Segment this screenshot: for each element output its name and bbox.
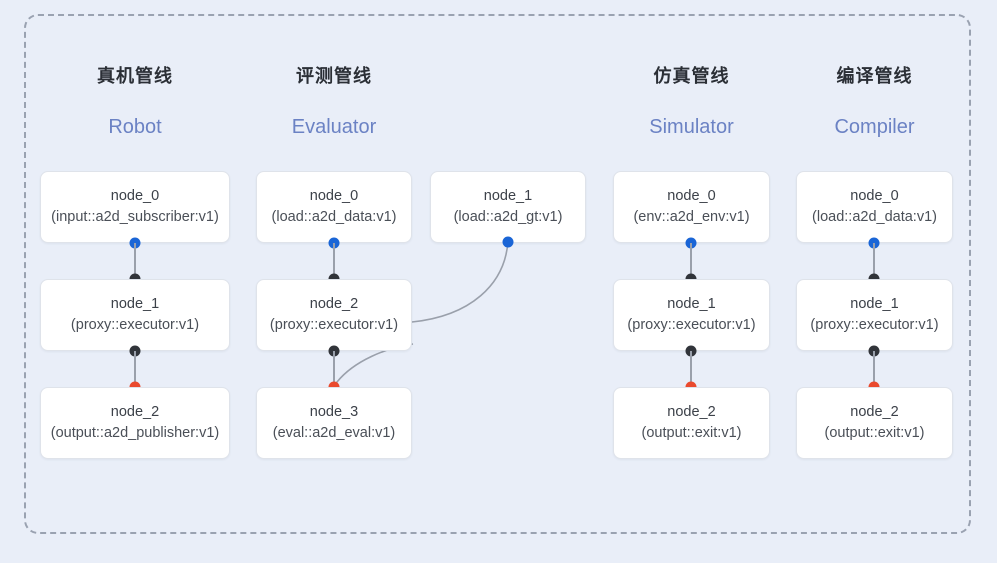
node-name: node_0 bbox=[110, 187, 160, 204]
node-spec: (load::a2d_data:v1) bbox=[271, 209, 397, 225]
port-output-evaluator-1-gt[interactable] bbox=[502, 236, 514, 248]
node-compiler-2[interactable]: node_2 (output::exit:v1) bbox=[796, 387, 953, 459]
node-spec: (load::a2d_data:v1) bbox=[812, 209, 937, 225]
node-compiler-0[interactable]: node_0 (load::a2d_data:v1) bbox=[796, 171, 953, 243]
link-simulator-1-2 bbox=[690, 351, 692, 387]
node-robot-1[interactable]: node_1 (proxy::executor:v1) bbox=[40, 279, 230, 351]
link-compiler-1-2 bbox=[873, 351, 875, 387]
node-spec: (proxy::executor:v1) bbox=[627, 317, 756, 333]
node-name: node_2 bbox=[850, 403, 899, 420]
node-simulator-2[interactable]: node_2 (output::exit:v1) bbox=[613, 387, 770, 459]
node-spec: (output::a2d_publisher:v1) bbox=[50, 425, 220, 441]
link-simulator-0-1 bbox=[690, 243, 692, 279]
link-compiler-0-1 bbox=[873, 243, 875, 279]
node-name: node_0 bbox=[309, 187, 359, 204]
node-name: node_0 bbox=[667, 187, 716, 204]
node-name: node_1 bbox=[483, 187, 533, 204]
link-robot-1-2 bbox=[134, 351, 136, 387]
node-name: node_1 bbox=[110, 295, 160, 312]
node-evaluator-0[interactable]: node_0 (load::a2d_data:v1) bbox=[256, 171, 412, 243]
node-name: node_1 bbox=[850, 295, 899, 312]
node-robot-0[interactable]: node_0 (input::a2d_subscriber:v1) bbox=[40, 171, 230, 243]
link-robot-0-1 bbox=[134, 243, 136, 279]
node-evaluator-2[interactable]: node_2 (proxy::executor:v1) bbox=[256, 279, 412, 351]
node-compiler-1[interactable]: node_1 (proxy::executor:v1) bbox=[796, 279, 953, 351]
node-name: node_3 bbox=[309, 403, 359, 420]
node-evaluator-3[interactable]: node_3 (eval::a2d_eval:v1) bbox=[256, 387, 412, 459]
node-spec: (input::a2d_subscriber:v1) bbox=[51, 209, 219, 225]
node-name: node_0 bbox=[850, 187, 899, 204]
link-evaluator-2-3 bbox=[333, 351, 335, 387]
node-name: node_2 bbox=[309, 295, 359, 312]
node-simulator-0[interactable]: node_0 (env::a2d_env:v1) bbox=[613, 171, 770, 243]
node-spec: (output::exit:v1) bbox=[824, 425, 925, 441]
node-evaluator-1-gt[interactable]: node_1 (load::a2d_gt:v1) bbox=[430, 171, 586, 243]
node-name: node_1 bbox=[667, 295, 716, 312]
node-spec: (load::a2d_gt:v1) bbox=[453, 209, 563, 225]
node-spec: (proxy::executor:v1) bbox=[810, 317, 939, 333]
node-simulator-1[interactable]: node_1 (proxy::executor:v1) bbox=[613, 279, 770, 351]
link-evaluator-0-2 bbox=[333, 243, 335, 279]
node-name: node_2 bbox=[667, 403, 716, 420]
node-spec: (eval::a2d_eval:v1) bbox=[272, 425, 396, 441]
node-spec: (proxy::executor:v1) bbox=[70, 317, 200, 333]
node-name: node_2 bbox=[110, 403, 160, 420]
node-spec: (env::a2d_env:v1) bbox=[633, 209, 750, 225]
pipeline-group-frame bbox=[24, 14, 971, 534]
node-spec: (output::exit:v1) bbox=[641, 425, 742, 441]
node-robot-2[interactable]: node_2 (output::a2d_publisher:v1) bbox=[40, 387, 230, 459]
node-spec: (proxy::executor:v1) bbox=[269, 317, 399, 333]
